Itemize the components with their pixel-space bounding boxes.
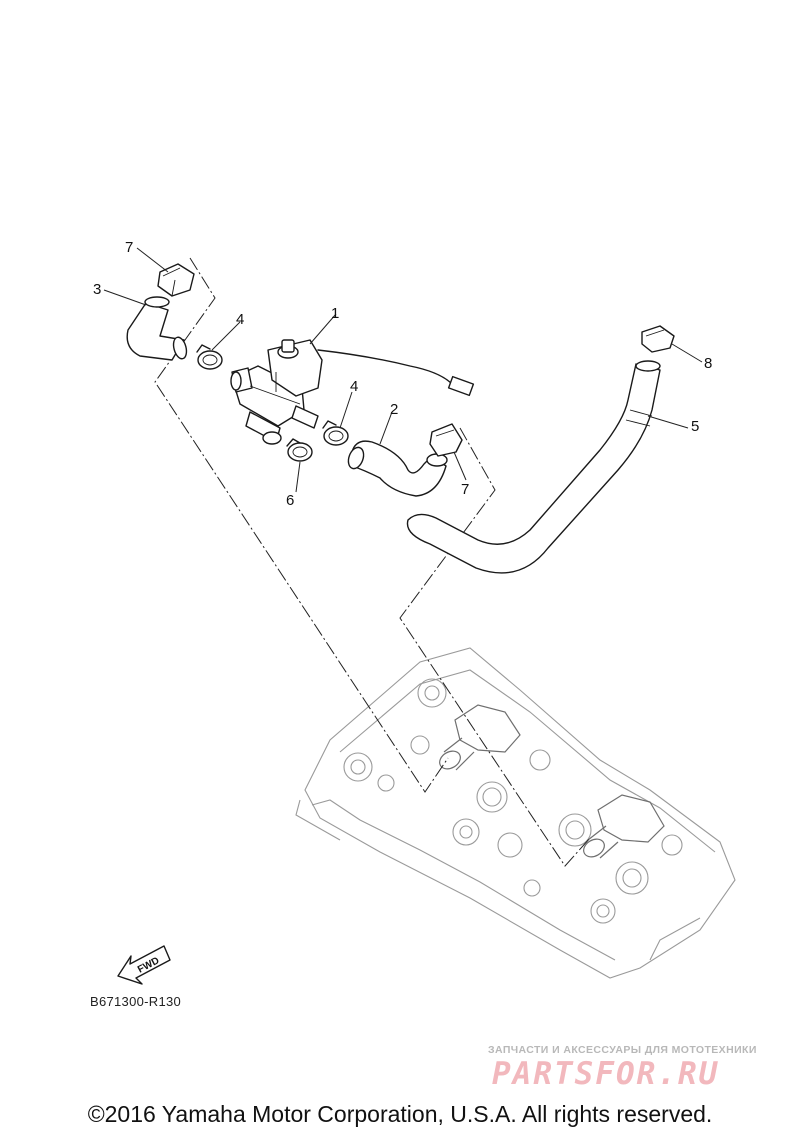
copyright-notice: ©2016 Yamaha Motor Corporation, U.S.A. A… bbox=[87, 1101, 713, 1127]
hose-clamp-part-6 bbox=[286, 438, 313, 462]
clip-part-8 bbox=[641, 325, 675, 353]
assembly-lines bbox=[154, 257, 591, 867]
diagram-reference-code: B671300-R130 bbox=[90, 994, 182, 1009]
watermark-tagline: ЗАПЧАСТИ И АКСЕССУАРЫ ДЛЯ МОТОТЕХНИКИ bbox=[488, 1044, 757, 1056]
elbow-hose-part-3 bbox=[126, 296, 188, 361]
callout-8[interactable]: 8 bbox=[704, 355, 712, 372]
callout-7-right[interactable]: 7 bbox=[461, 481, 469, 498]
fwd-arrow-icon: FWD bbox=[117, 945, 171, 985]
callout-6[interactable]: 6 bbox=[286, 492, 294, 509]
air-cutoff-valve-part-1 bbox=[230, 339, 475, 445]
watermark-logo: PARTSFOR.RU bbox=[492, 1056, 720, 1092]
clip-part-7-upper bbox=[157, 263, 195, 297]
callout-5[interactable]: 5 bbox=[691, 418, 699, 435]
callouts: 1 2 3 4 4 5 6 7 7 8 bbox=[93, 239, 712, 509]
callout-7-upper[interactable]: 7 bbox=[125, 239, 133, 256]
reed-valve-cover-front bbox=[439, 704, 521, 771]
callout-4-middle[interactable]: 4 bbox=[350, 378, 358, 395]
reed-valve-cover-rear bbox=[583, 794, 665, 859]
callout-2[interactable]: 2 bbox=[390, 401, 398, 418]
callout-1[interactable]: 1 bbox=[331, 305, 339, 322]
curved-hose-part-2 bbox=[347, 440, 448, 497]
hose-clamp-part-4-middle bbox=[322, 420, 349, 446]
clip-part-7-right bbox=[429, 423, 463, 457]
long-hose-part-5 bbox=[406, 360, 661, 574]
cylinder-head-outline bbox=[295, 647, 736, 979]
callout-3[interactable]: 3 bbox=[93, 281, 101, 298]
leader-lines bbox=[103, 247, 703, 493]
hose-clamp-part-4-left bbox=[196, 344, 223, 370]
callout-4-left[interactable]: 4 bbox=[236, 311, 244, 328]
